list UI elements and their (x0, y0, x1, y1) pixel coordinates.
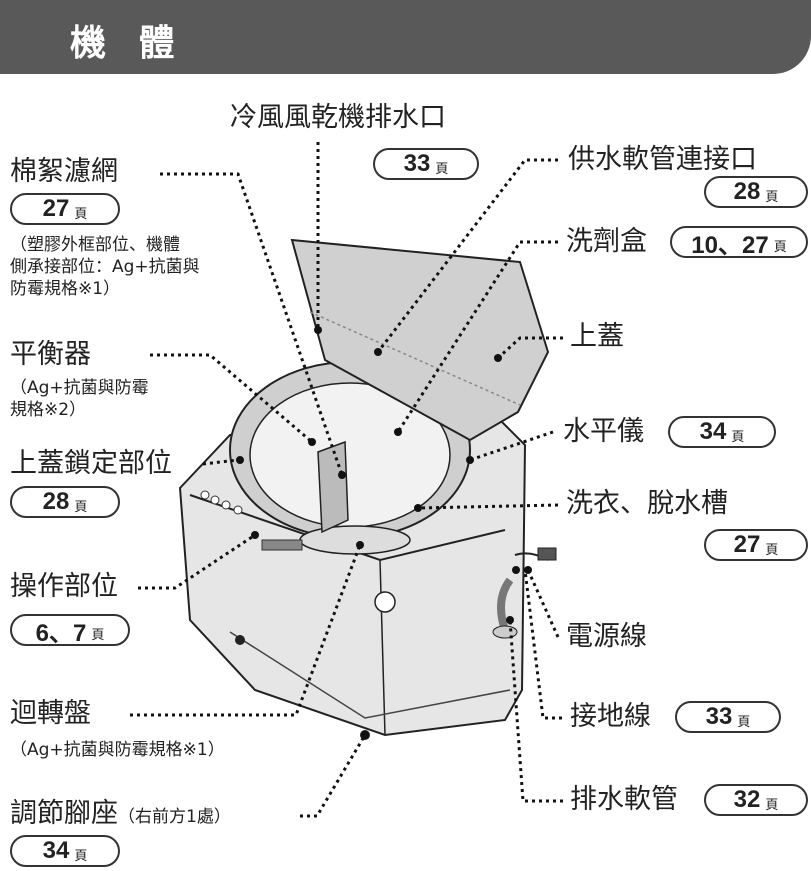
label-water-inlet: 供水軟管連接口 (568, 144, 757, 175)
label-cold-air-drain: 冷風風乾機排水口 (230, 102, 446, 133)
pulsator-shape (299, 525, 411, 555)
lint-filter-shape (317, 440, 349, 534)
note-lint-filter: （塑膠外框部位、機體 側承接部位：Ag+抗菌與 防霉規格※1） (10, 235, 200, 299)
label-power-cord: 電源線 (566, 621, 647, 652)
label-leveling-foot: 調節腳座（右前方1處） (10, 798, 231, 829)
label-balancer: 平衡器 (10, 339, 91, 370)
washer-base (229, 631, 511, 719)
leader-detergent-box (396, 240, 558, 433)
label-detergent-box: 洗劑盒 (566, 226, 647, 257)
leader-leveling-foot (300, 734, 367, 818)
leader-wash-tub (417, 503, 559, 510)
note-pulsator: （Ag+抗菌與防霉規格※1） (10, 740, 225, 760)
note-balancer: （Ag+抗菌與防霉 規格※2） (10, 378, 149, 420)
label-drain-hose: 排水軟管 (570, 784, 678, 815)
leader-balancer (150, 353, 313, 444)
washer-corner-line (379, 559, 386, 736)
label-ground-wire: 接地線 (570, 701, 651, 732)
label-pulsator: 迴轉盤 (10, 698, 91, 729)
leader-pulsator (130, 544, 362, 717)
leader-power-cord (526, 569, 560, 638)
label-control-panel: 操作部位 (10, 571, 118, 602)
foot-left (235, 635, 245, 645)
lid-hinge-line (309, 311, 521, 406)
label-lid-lock: 上蓋鎖定部位 (10, 448, 172, 479)
drain-hose-shape (497, 577, 514, 632)
label-wash-tub: 洗衣、脫水槽 (566, 488, 728, 519)
leader-lid-lock (202, 458, 239, 466)
drain-outlet (492, 625, 518, 639)
section-title: 機 體 (70, 23, 185, 64)
label-level-gauge: 水平儀 (563, 416, 644, 447)
label-lid: 上蓋 (570, 321, 624, 352)
leader-lid (496, 336, 563, 360)
label-lint-filter: 棉絮濾網 (10, 156, 118, 187)
leader-level-gauge (469, 430, 554, 462)
dial (374, 591, 396, 613)
leader-ground-wire (523, 569, 562, 720)
control-panel-buttons (200, 490, 303, 551)
section-header: 機 體 (0, 0, 811, 74)
lid-shape (290, 238, 550, 442)
leader-lint-filter (160, 172, 344, 476)
note-leveling-foot: （右前方1處） (118, 807, 231, 827)
plug-shape (537, 547, 557, 561)
leader-control-panel (138, 533, 256, 590)
